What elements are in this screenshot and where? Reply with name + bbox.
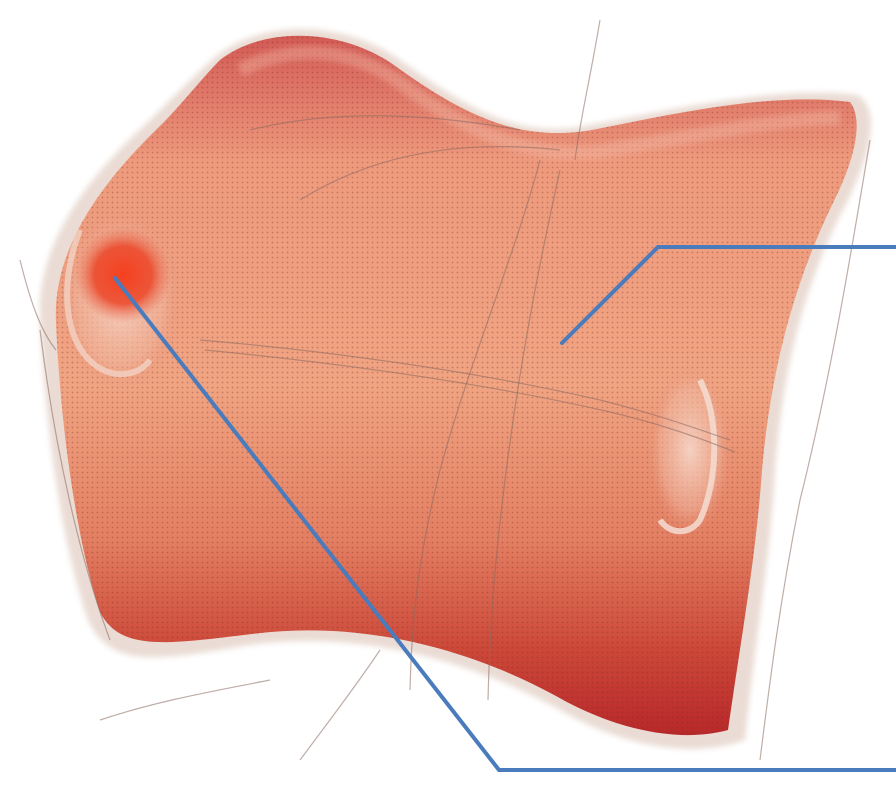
- hotspot-marker: [75, 227, 171, 323]
- right-hollow: [648, 365, 732, 535]
- dot-texture: [56, 36, 857, 735]
